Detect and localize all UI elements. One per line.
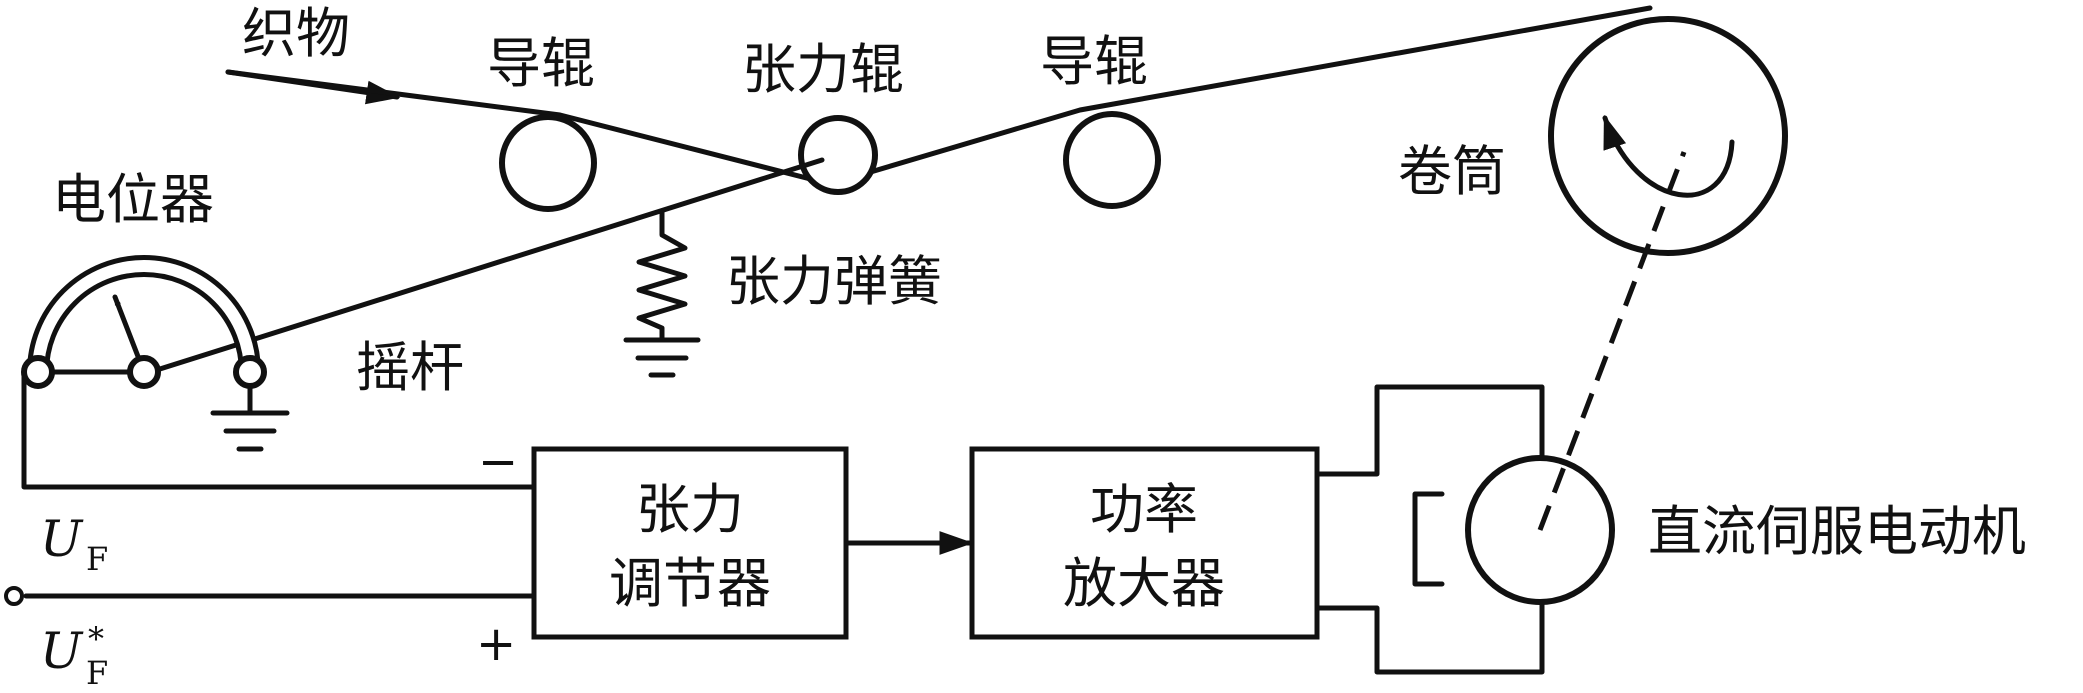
amplifier-label-line2: 放大器 (1063, 552, 1225, 615)
regulator-label-line1: 张力 (636, 478, 744, 541)
label-tension-roll: 张力辊 (742, 38, 904, 101)
motor-armature-wiring (1314, 384, 1545, 675)
plus-sign: + (476, 616, 516, 672)
label-guide-roll-left: 导辊 (487, 32, 595, 95)
label-drum: 卷筒 (1398, 140, 1506, 203)
tension-spring (636, 209, 688, 341)
reference-voltage-star: * (88, 620, 104, 658)
spring-ground-symbol (623, 337, 701, 378)
amplifier-label-line1: 功率 (1090, 478, 1198, 541)
regulator-label-line2: 调节器 (609, 552, 771, 615)
label-fabric: 织物 (242, 2, 350, 65)
label-potentiometer: 电位器 (52, 168, 214, 231)
reference-voltage-symbol: U (40, 622, 84, 680)
motor-drum-shaft (1537, 151, 1687, 531)
reference-voltage-subscript: F (86, 654, 108, 692)
label-rocker: 摇杆 (356, 336, 464, 399)
feedback-voltage-symbol: U (40, 510, 84, 568)
label-motor: 直流伺服电动机 (1648, 500, 2026, 563)
motor-field-bracket (1412, 491, 1445, 587)
pot-ground-symbol (210, 383, 290, 452)
tension-regulator-block: 张力 调节器 (531, 446, 849, 640)
rocker-arm (141, 157, 825, 377)
label-tension-spring: 张力弹簧 (726, 250, 942, 313)
feedback-wire (21, 369, 537, 490)
label-guide-roll-right: 导辊 (1040, 30, 1148, 93)
tension-roll (798, 115, 878, 195)
guide-roll-left (499, 114, 597, 212)
minus-sign: − (478, 434, 518, 490)
potentiometer (21, 255, 267, 389)
power-amplifier-block: 功率 放大器 (969, 446, 1320, 640)
winding-drum (1548, 16, 1788, 256)
guide-roll-right (1063, 111, 1161, 209)
drum-rotation-arrow (1602, 114, 1735, 198)
reference-terminal (4, 586, 24, 606)
feedback-voltage-subscript: F (86, 540, 108, 578)
